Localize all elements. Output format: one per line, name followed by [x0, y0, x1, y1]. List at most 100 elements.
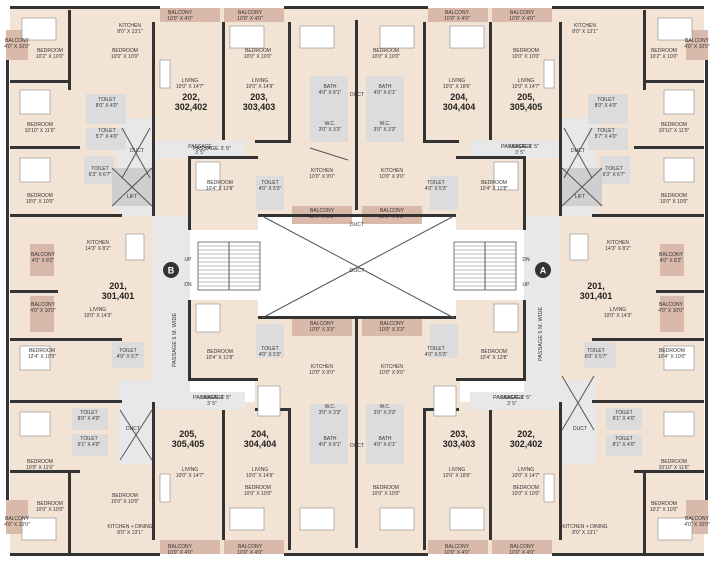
room-label-62: KITCHEN [311, 364, 333, 370]
dining-table-right [569, 233, 589, 261]
wall-ac [68, 470, 71, 554]
staircase-left [197, 241, 261, 291]
wall-aj [592, 214, 704, 217]
room-dim-49: 4'0" X 8'2" [32, 258, 55, 264]
room-dim-31: 3' 5" [195, 150, 205, 156]
walls [6, 6, 708, 556]
room-label-25: TOILET [98, 128, 115, 134]
balc-17 [160, 540, 220, 554]
room-dim-92: 10'2" X 10'0" [650, 507, 678, 513]
wall-am [188, 156, 258, 159]
balc-11 [30, 296, 54, 332]
wet-6 [588, 94, 628, 124]
room-label-16: LIVING [449, 78, 466, 84]
bed-14 [493, 303, 519, 333]
wet-20 [606, 434, 642, 456]
room-label-99: BALCONY [445, 544, 470, 550]
room-label-36: TOILET [605, 166, 622, 172]
room-label-83: LIVING [182, 467, 199, 473]
wall-m [222, 22, 225, 140]
wall-aa [288, 410, 291, 550]
room-label-52: LIVING [90, 307, 107, 313]
wet-18 [72, 434, 108, 456]
balc-1 [160, 8, 220, 22]
wall-ae [10, 80, 70, 83]
room-label-51: DUCT [350, 222, 364, 228]
room-label-70: TOILET [80, 410, 97, 416]
room-dim-89: 10'0" X 10'0" [244, 491, 272, 497]
room-label-13: BEDROOM [651, 48, 677, 54]
room-dim-71: 6'1" X 4'0" [78, 442, 101, 448]
room-label-12: BEDROOM [513, 48, 539, 54]
room-label-56: BALCONY [310, 321, 335, 327]
room-label-33: KITCHEN [311, 168, 333, 174]
room-dim-41: 10'0" X 10'0" [26, 199, 54, 205]
room-dim-38: 10'4" X 12'8" [480, 186, 508, 192]
room-label-60: TOILET [261, 346, 278, 352]
room-dim-19: 4'0" X 6'1" [374, 90, 397, 96]
room-dim-96: 8'0" X 13'1" [572, 530, 598, 536]
room-label-96: KITCHEN + DINING [562, 524, 607, 530]
wet-14 [430, 324, 458, 358]
unit-number-u204_bot-2: 304,404 [244, 439, 277, 449]
wall-aq [10, 290, 58, 293]
room-dim-79: 4'0" X 6'1" [374, 442, 397, 448]
room-label-3: BALCONY [510, 10, 535, 16]
room-dim-13: 10'2" X 10'0" [650, 54, 678, 60]
bed-2 [229, 25, 265, 49]
bed-19 [21, 517, 57, 541]
bed-12 [493, 161, 519, 191]
room-label-14: LIVING [182, 78, 199, 84]
room-dim-26: 5'7" X 4'0" [595, 134, 618, 140]
room-dim-6: 4'0" X 10'0" [4, 44, 30, 50]
room-label-27: BEDROOM [27, 122, 53, 128]
room-label-43: LIFT [127, 194, 137, 200]
wall-j [643, 10, 646, 90]
unit-number-u205_top-2: 305,405 [510, 102, 543, 112]
room-dim-48: 14'3" X 8'2" [605, 246, 631, 252]
stair-up-2: UP [523, 282, 531, 288]
wall-w [152, 410, 155, 540]
stair-up-1: UP [185, 257, 193, 263]
room-label-29: DUCT [130, 148, 144, 154]
bed-10 [663, 157, 695, 183]
wall-u [188, 300, 191, 380]
wall-l [559, 22, 562, 140]
room-label-74: DUCT [126, 426, 140, 432]
bed-7 [19, 89, 51, 115]
wet-15 [112, 342, 144, 368]
wall-be [152, 402, 155, 464]
room-dim-10: 10'0" X 10'0" [244, 54, 272, 60]
wall-n [489, 22, 492, 140]
room-dim-73: 8'1" X 4'0" [613, 442, 636, 448]
bed-22 [299, 507, 335, 531]
wall-ax [592, 400, 704, 403]
unit-number-u202_bot: 202, [517, 429, 535, 439]
unit-number-u203_bot: 203, [450, 429, 468, 439]
room-label-42: BEDROOM [661, 193, 687, 199]
room-label-40: TOILET [427, 180, 444, 186]
room-label-72: TOILET [615, 410, 632, 416]
room-label-86: LIVING [518, 467, 535, 473]
room-dim-85: 10'0" X 18'6" [443, 473, 471, 479]
wet-19 [606, 408, 642, 430]
room-dim-27: 10'10" X 11'6" [25, 128, 56, 134]
wet-23 [310, 430, 348, 464]
room-label-50: BALCONY [659, 252, 684, 258]
marker-a: A [540, 266, 547, 276]
wall-i [68, 10, 71, 90]
balc-3 [428, 8, 488, 22]
wall-b [284, 6, 428, 9]
room-dim-61: 4'0" X 5'3" [425, 352, 448, 358]
room-dim-55: 4'0" X 10'0" [658, 308, 684, 314]
wet-8 [588, 128, 628, 150]
room-dim-70: 8'0" X 4'0" [78, 416, 101, 422]
room-dim-83: 10'0" X 14'7" [176, 473, 204, 479]
balconies [6, 8, 708, 554]
wall-av [456, 378, 526, 381]
unit-number-u203_top: 203, [250, 92, 268, 102]
wall-ab [423, 410, 426, 550]
room-dim-78: 4'0" X 6'1" [319, 442, 342, 448]
wet-21 [310, 404, 348, 430]
room-label-32: PASSAGE [508, 144, 532, 150]
